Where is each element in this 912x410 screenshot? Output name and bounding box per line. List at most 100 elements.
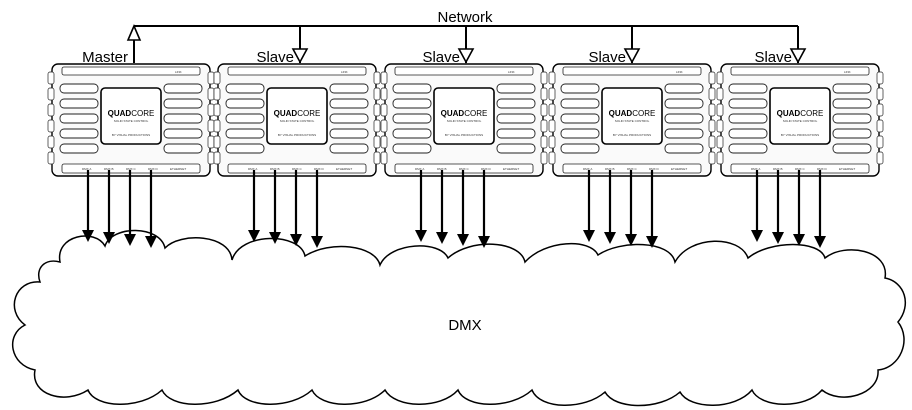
port-label: DMX D: [314, 167, 325, 171]
logo-byline: BY VISUAL PRODUCTIONS: [112, 133, 150, 137]
vent-slot-left: [59, 128, 99, 139]
dmx-arrow-icon: [478, 236, 490, 248]
side-grip-left: [716, 119, 724, 133]
side-grip-right: [207, 151, 215, 165]
vent-slot-left: [59, 143, 99, 154]
port-label: ETHERNET: [170, 167, 186, 171]
side-grip-right: [373, 71, 381, 85]
side-grip-left: [213, 87, 221, 101]
side-grip-right: [373, 103, 381, 117]
link-port-label: LINK: [844, 70, 851, 74]
vent-slot-left: [728, 128, 768, 139]
arrow-down-icon: [291, 48, 309, 64]
vent-slot-right: [664, 98, 704, 109]
vent-slot-right: [163, 128, 203, 139]
dmx-arrow-icon: [415, 230, 427, 242]
vent-slot-left: [59, 98, 99, 109]
link-port-label: LINK: [508, 70, 515, 74]
vent-slot-left: [59, 113, 99, 124]
dmx-arrow-icon: [814, 236, 826, 248]
vent-slot-left: [728, 113, 768, 124]
side-grip-left: [548, 119, 556, 133]
vent-slot-left: [560, 98, 600, 109]
side-grip-right: [373, 87, 381, 101]
unit-role-label: Slave: [422, 49, 460, 66]
side-grip-left: [213, 103, 221, 117]
port-label: DMX A: [415, 167, 424, 171]
vent-slot-right: [496, 113, 536, 124]
arrow-down-icon: [457, 48, 475, 64]
port-label: DMX C: [795, 167, 806, 171]
dmx-arrow-icon: [82, 230, 94, 242]
vent-slot-left: [392, 128, 432, 139]
logo-panel: [769, 87, 831, 145]
arrow-up-icon: [126, 23, 142, 41]
dmx-label: DMX: [448, 317, 481, 334]
device-top-bar: [562, 66, 702, 76]
side-grip-right: [540, 103, 548, 117]
dmx-arrow-icon: [311, 236, 323, 248]
side-grip-left: [548, 135, 556, 149]
vent-slot-right: [496, 83, 536, 94]
port-label: DMX A: [82, 167, 91, 171]
link-port-label: LINK: [175, 70, 182, 74]
unit-role-label: Slave: [588, 49, 626, 66]
port-label: DMX A: [583, 167, 592, 171]
vent-slot-left: [560, 83, 600, 94]
vent-slot-left: [225, 83, 265, 94]
vent-slot-left: [59, 83, 99, 94]
port-label: DMX C: [627, 167, 638, 171]
vent-slot-right: [329, 143, 369, 154]
vent-slot-right: [496, 128, 536, 139]
quadcore-logo-text: QUADCORE: [609, 109, 656, 118]
side-grip-right: [876, 87, 884, 101]
port-label: ETHERNET: [671, 167, 687, 171]
dmx-arrow-icon: [248, 230, 260, 242]
device-top-bar: [227, 66, 367, 76]
dmx-arrow-icon: [583, 230, 595, 242]
dmx-arrow-icon: [751, 230, 763, 242]
dmx-cloud: [11, 229, 907, 407]
side-grip-left: [213, 71, 221, 85]
port-label: DMX B: [773, 167, 783, 171]
side-grip-right: [540, 87, 548, 101]
dmx-arrow-icon: [124, 234, 136, 246]
quadcore-logo-text: QUADCORE: [441, 109, 488, 118]
side-grip-right: [708, 151, 716, 165]
link-port-label: LINK: [676, 70, 683, 74]
vent-slot-left: [392, 83, 432, 94]
side-grip-left: [380, 119, 388, 133]
side-grip-right: [373, 151, 381, 165]
side-grip-left: [548, 71, 556, 85]
port-label: ETHERNET: [336, 167, 352, 171]
logo-subtitle: SOLID STATE CONTROL: [280, 119, 315, 123]
vent-slot-left: [560, 128, 600, 139]
vent-slot-right: [664, 113, 704, 124]
side-grip-left: [380, 71, 388, 85]
side-grip-left: [213, 151, 221, 165]
side-grip-left: [380, 151, 388, 165]
side-grip-right: [540, 71, 548, 85]
side-grip-right: [207, 135, 215, 149]
link-port-label: LINK: [341, 70, 348, 74]
side-grip-right: [876, 151, 884, 165]
side-grip-right: [540, 135, 548, 149]
vent-slot-right: [329, 83, 369, 94]
device-top-bar: [394, 66, 534, 76]
vent-slot-right: [832, 128, 872, 139]
vent-slot-left: [225, 143, 265, 154]
port-label: DMX A: [751, 167, 760, 171]
dmx-arrow-icon: [269, 232, 281, 244]
vent-slot-right: [664, 83, 704, 94]
side-grip-right: [708, 71, 716, 85]
side-grip-right: [540, 151, 548, 165]
logo-byline: BY VISUAL PRODUCTIONS: [445, 133, 483, 137]
logo-subtitle: SOLID STATE CONTROL: [615, 119, 650, 123]
vent-slot-left: [225, 113, 265, 124]
